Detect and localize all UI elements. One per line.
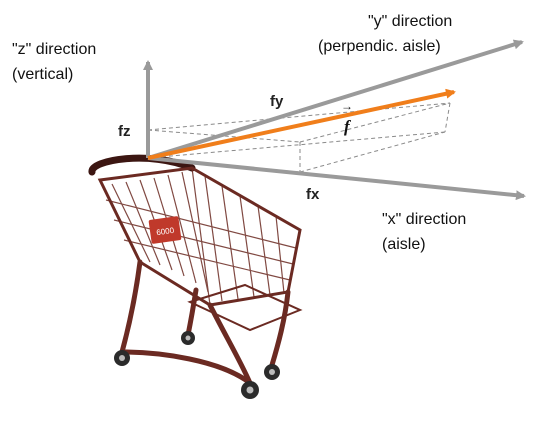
y-direction-label: "y" direction: [368, 13, 452, 30]
z-direction-label: "z" direction: [12, 41, 96, 58]
cart-bottom-tray: [187, 283, 303, 332]
cart-wheels: [114, 331, 280, 399]
fy-label: fy: [270, 93, 284, 110]
z-direction-sublabel: (vertical): [12, 66, 73, 83]
y-direction-sublabel: (perpendic. aisle): [318, 38, 441, 55]
force-vector-arrow-mark: →: [341, 99, 353, 113]
cart-badge-text: 6000: [156, 226, 175, 237]
force-vector-arrow: [147, 88, 456, 160]
axes: [143, 39, 526, 201]
fx-label: fx: [306, 186, 320, 203]
y-axis: [147, 39, 524, 160]
shopping-cart-image: 6000: [88, 154, 303, 399]
cart-basket: [97, 166, 302, 307]
cart-badge: [148, 216, 182, 244]
x-direction-sublabel: (aisle): [382, 236, 426, 253]
fz-label: fz: [118, 123, 131, 140]
cart-handle: [88, 154, 196, 176]
x-direction-label: "x" direction: [382, 211, 466, 228]
x-axis: [147, 156, 526, 201]
force-vector-symbol: f: [344, 117, 352, 136]
